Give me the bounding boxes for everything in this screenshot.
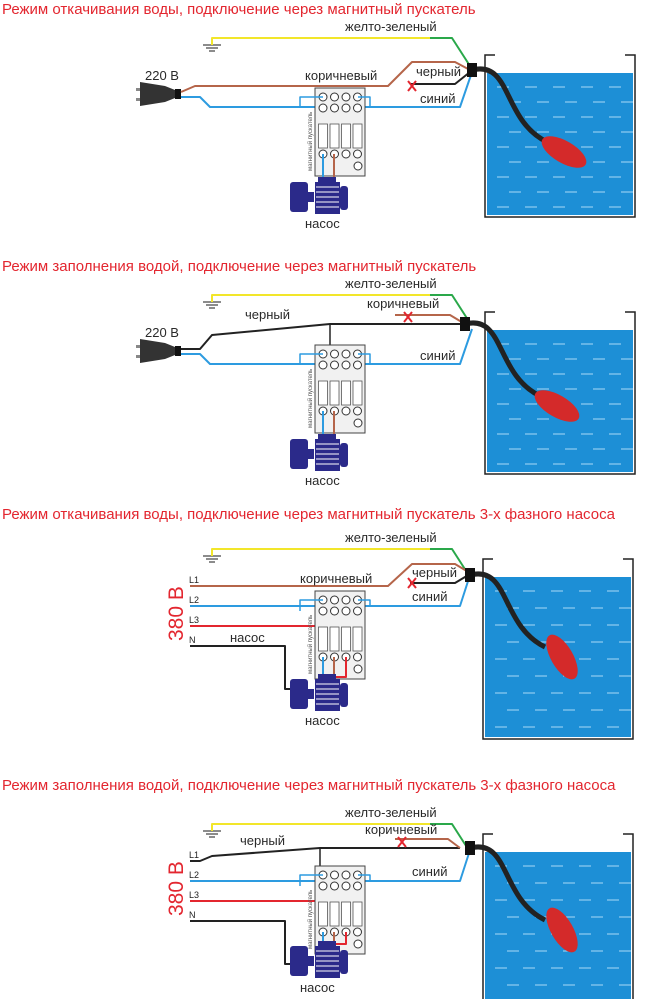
motor-icon bbox=[290, 434, 348, 471]
panel-title: Режим откачивания воды, подключение чере… bbox=[2, 1, 476, 18]
black-wire bbox=[190, 847, 460, 862]
ground-wire-label: желто-зеленый bbox=[345, 19, 437, 34]
wire-label-cut: коричневый bbox=[367, 296, 439, 311]
n-black-wire bbox=[190, 645, 300, 690]
coil-wire bbox=[358, 353, 371, 364]
wire-label-cut: черный bbox=[412, 565, 457, 580]
l1-brown-wire bbox=[190, 563, 471, 587]
wire-label-neutral: синий bbox=[412, 589, 447, 604]
ground-wire-yellow bbox=[211, 823, 430, 831]
ground-icon bbox=[203, 555, 221, 563]
supply-voltage-label: 220 В bbox=[145, 325, 179, 340]
ground-wire-label: желто-зеленый bbox=[345, 276, 437, 291]
coil-wire bbox=[299, 874, 323, 886]
cut-mark-icon bbox=[407, 577, 417, 589]
motor-icon bbox=[290, 941, 348, 978]
brown-wire bbox=[180, 61, 471, 93]
blue-wire bbox=[181, 328, 473, 365]
contactor-label: магнитный пускатель bbox=[307, 112, 314, 171]
supply-voltage-label: 380 В bbox=[165, 861, 188, 916]
line-label-n: N bbox=[189, 635, 196, 645]
line-label-l2: L2 bbox=[189, 595, 199, 605]
cut-mark-icon bbox=[407, 80, 417, 92]
line-label-l3: L3 bbox=[189, 890, 199, 900]
plug-icon bbox=[136, 82, 181, 106]
motor-wire bbox=[336, 657, 347, 678]
float-switch-icon bbox=[465, 568, 578, 680]
coil-wire bbox=[299, 353, 323, 365]
wire-label-neutral: синий bbox=[412, 864, 447, 879]
ground-wire-green bbox=[430, 548, 471, 578]
motor-wire bbox=[336, 932, 347, 945]
coil-wire bbox=[358, 96, 371, 107]
ground-wire-yellow bbox=[211, 37, 430, 45]
coil-wire bbox=[299, 599, 323, 611]
supply-voltage-label: 220 В bbox=[145, 68, 179, 83]
wire-label-neutral: синий bbox=[420, 348, 455, 363]
ground-wire-label: желто-зеленый bbox=[345, 530, 437, 545]
wire-label-contactor: черный bbox=[245, 307, 290, 322]
wire-label-contactor: коричневый bbox=[305, 68, 377, 83]
ground-wire-label: желто-зеленый bbox=[345, 805, 437, 820]
contactor-icon bbox=[314, 344, 366, 434]
wire-label-contactor: черный bbox=[240, 833, 285, 848]
panel-title: Режим откачивания воды, подключение чере… bbox=[2, 506, 616, 523]
ground-wire-green bbox=[430, 37, 471, 67]
panel-2: Режим заполнения водой, подключение чере… bbox=[2, 258, 636, 488]
line-label-n: N bbox=[189, 910, 196, 920]
motor-label: насос bbox=[305, 216, 340, 231]
n-black-wire bbox=[190, 920, 300, 965]
ground-icon bbox=[203, 301, 221, 309]
panel-title: Режим заполнения водой, подключение чере… bbox=[2, 258, 476, 275]
float-switch-icon bbox=[465, 841, 578, 953]
cut-mark-icon bbox=[403, 311, 413, 323]
motor-label: насос bbox=[305, 473, 340, 488]
black-wire bbox=[181, 323, 465, 350]
ground-wire-yellow bbox=[211, 548, 430, 556]
float-switch-icon bbox=[460, 317, 580, 422]
motor-icon bbox=[290, 177, 348, 214]
panel-1: Режим откачивания воды, подключение чере… bbox=[2, 1, 636, 231]
coil-wire bbox=[358, 599, 371, 606]
line-label-l1: L1 bbox=[189, 575, 199, 585]
wire-label-contactor: коричневый bbox=[300, 571, 372, 586]
ground-wire-green bbox=[430, 294, 471, 324]
ground-icon bbox=[203, 830, 221, 838]
line-label-l3: L3 bbox=[189, 615, 199, 625]
blue-wire bbox=[181, 71, 473, 108]
ground-icon bbox=[203, 44, 221, 52]
contactor-label: магнитный пускатель bbox=[307, 890, 314, 949]
ground-wire-yellow bbox=[211, 294, 430, 302]
motor-icon bbox=[290, 674, 348, 711]
panel-title: Режим заполнения водой, подключение чере… bbox=[2, 777, 616, 794]
tank-icon bbox=[484, 311, 636, 475]
line-label-l1: L1 bbox=[189, 850, 199, 860]
panel-4: Режим заполнения водой, подключение чере… bbox=[2, 777, 634, 999]
plug-icon bbox=[136, 339, 181, 363]
brown-wire bbox=[395, 838, 461, 849]
cut-mark-icon bbox=[397, 836, 407, 848]
ground-wire-green bbox=[430, 823, 471, 853]
supply-voltage-label: 380 В bbox=[165, 586, 188, 641]
motor-label: насос bbox=[305, 713, 340, 728]
coil-wire bbox=[358, 874, 371, 881]
line-label-l2: L2 bbox=[189, 870, 199, 880]
n-wire-motor-label: насос bbox=[230, 630, 265, 645]
motor-label: насос bbox=[300, 980, 335, 995]
wire-label-cut: коричневый bbox=[365, 822, 437, 837]
coil-wire bbox=[299, 96, 323, 108]
contactor-label: магнитный пускатель bbox=[307, 615, 314, 674]
black-wire bbox=[410, 71, 471, 85]
wire-label-cut: черный bbox=[416, 64, 461, 79]
wire-label-neutral: синий bbox=[420, 91, 455, 106]
contactor-label: магнитный пускатель bbox=[307, 369, 314, 428]
tank-icon bbox=[484, 54, 636, 218]
panel-3: Режим откачивания воды, подключение чере… bbox=[2, 506, 634, 740]
float-switch-icon bbox=[467, 63, 587, 168]
